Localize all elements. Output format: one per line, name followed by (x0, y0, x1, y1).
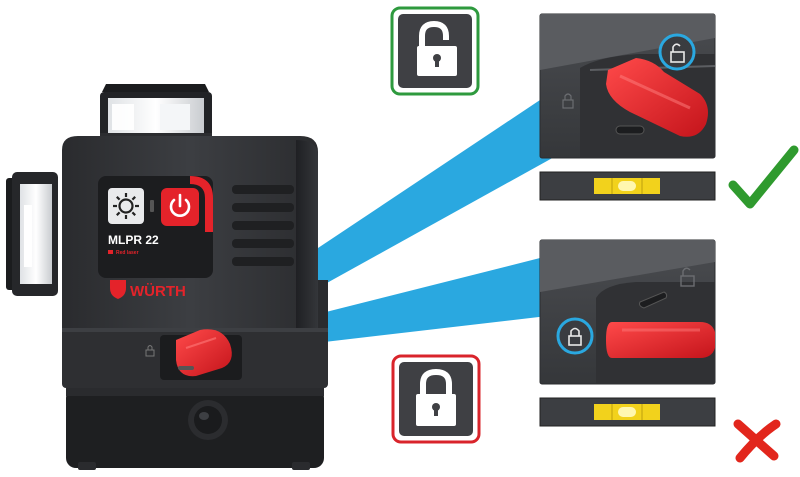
device-lock-mark (145, 345, 155, 357)
model-subtitle: Red laser (116, 250, 139, 256)
level-indicator-locked (539, 397, 716, 427)
brand-logo: WÜRTH (110, 280, 186, 300)
checkmark-icon (728, 145, 799, 209)
level-indicator-unlocked (539, 171, 716, 201)
cross-icon (733, 419, 781, 463)
brand-logo-mark (110, 280, 126, 299)
device-lock-slider (176, 329, 232, 377)
lock-open-mini-icon (670, 43, 685, 63)
zoom-unlock-indicator (658, 33, 696, 71)
rotating-base (66, 388, 324, 470)
brand-name: WÜRTH (130, 283, 186, 300)
brightness-button (108, 188, 144, 224)
laser-level-device: MLPR 22 Red laser WÜRTH (6, 84, 328, 470)
control-panel: MLPR 22 Red laser (98, 176, 213, 278)
model-label: MLPR 22 (108, 233, 159, 247)
zoom-lock-indicator (556, 317, 594, 355)
locked-state-tile (391, 354, 481, 444)
side-vents (232, 185, 294, 266)
sun-icon (113, 193, 139, 219)
power-icon (169, 193, 191, 217)
lock-open-icon (417, 20, 457, 76)
lock-closed-mini-icon (568, 327, 582, 346)
zoom-panel-locked (539, 239, 716, 385)
zoom-panel-unlocked (539, 13, 716, 159)
unlocked-state-tile (390, 6, 480, 96)
lock-closed-icon (416, 368, 456, 426)
power-button (161, 188, 199, 226)
